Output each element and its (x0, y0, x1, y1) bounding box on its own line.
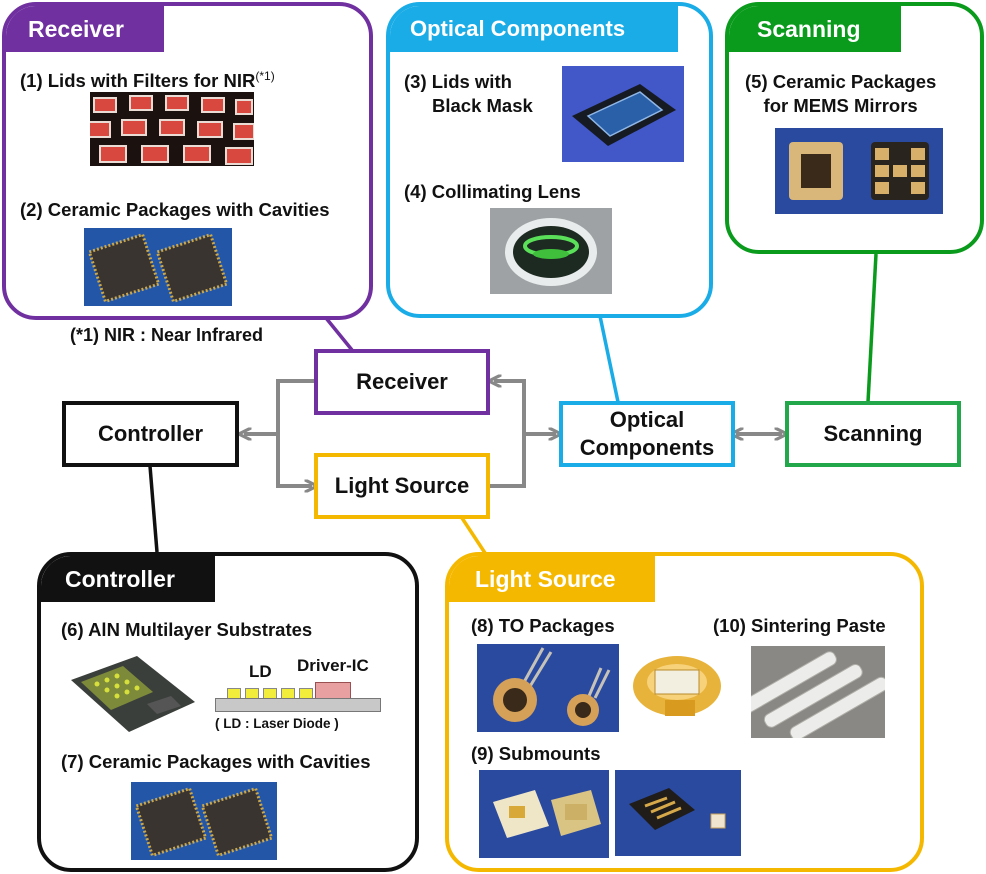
optical-link-line (598, 315, 620, 403)
optical-components-panel: Optical Components (3) Lids with Black M… (386, 2, 713, 318)
scanning-panel-title: Scanning (729, 6, 901, 52)
receiver-panel: Receiver (1) Lids with Filters for NIR(*… (2, 2, 373, 320)
substrate-bar (215, 698, 381, 712)
receiver-panel-title: Receiver (6, 6, 164, 52)
item-lids-black-mask: (3) Lids with Black Mask (404, 70, 533, 118)
node-controller: Controller (62, 401, 239, 467)
node-receiver: Receiver (314, 349, 490, 415)
flow-arrow-optical-to-receiver (494, 381, 526, 434)
item-lids-black-mask-line2: Black Mask (432, 95, 533, 116)
footnote-marker: (*1) (255, 69, 275, 83)
ceramic-package-photo-2 (131, 782, 277, 860)
scanning-link-line (866, 253, 878, 403)
ceramic-package-photo (84, 228, 232, 306)
ld-chips (227, 688, 313, 699)
node-scanning: Scanning (785, 401, 961, 467)
mems-package-icon (789, 142, 929, 200)
node-optical-line2: Components (579, 435, 715, 460)
receiver-link-line (324, 316, 354, 352)
item-lids-black-mask-line1: (3) Lids with (404, 71, 512, 92)
driver-ic-label: Driver-IC (297, 656, 369, 675)
item-ceramic-packages-cavities: (2) Ceramic Packages with Cavities (20, 199, 330, 220)
submount-icon (493, 790, 601, 838)
item-ceramic-packages-cavities-2: (7) Ceramic Packages with Cavities (61, 751, 371, 772)
to-package-gold-icon (633, 656, 721, 716)
node-optical-components: Optical Components (559, 401, 735, 467)
flow-arrow-receiver-to-controller (244, 379, 316, 434)
driver-ic-chip (315, 682, 351, 699)
to-package-gold-photo (625, 642, 729, 726)
scanning-panel: Scanning (5) Ceramic Packages for MEMS M… (725, 2, 984, 254)
to-package-icon (493, 647, 611, 726)
sintering-paste-syringe-photo (751, 646, 885, 738)
filter-lid-array-icon (90, 95, 254, 165)
black-mask-lid-photo (562, 66, 684, 162)
item-lids-filters-nir-label: (1) Lids with Filters for NIR (20, 70, 256, 92)
flow-arrow-light-to-optical (490, 434, 556, 488)
submount-icon (629, 788, 726, 830)
light-source-panel-title: Light Source (449, 556, 655, 602)
item-mems-packages-line2: for MEMS Mirrors (763, 95, 918, 116)
controller-panel-title: Controller (41, 556, 215, 602)
collimating-lens-photo (490, 208, 612, 294)
aln-substrate-icon (71, 656, 195, 732)
light-source-panel: Light Source (8) TO Packages (10) Sinter… (445, 552, 924, 872)
item-mems-packages-line1: (5) Ceramic Packages (745, 71, 937, 92)
light-link-line (460, 517, 489, 557)
item-collimating-lens: (4) Collimating Lens (404, 181, 581, 202)
submount-photo (479, 770, 609, 858)
submount-photo-2 (615, 770, 741, 856)
node-optical-line1: Optical (609, 407, 685, 432)
ld-driver-diagram: LD Driver-IC ( LD : Laser Diode ) (211, 652, 391, 738)
ceramic-package-icon (87, 232, 229, 304)
controller-link-line (148, 465, 159, 553)
black-mask-lid-icon (572, 84, 676, 146)
flow-arrow-controller-to-light (276, 434, 312, 486)
item-mems-packages: (5) Ceramic Packages for MEMS Mirrors (745, 70, 936, 118)
sintering-paste-syringe-icon (751, 651, 885, 738)
mems-package-photo (775, 128, 943, 214)
item-lids-filters-nir: (1) Lids with Filters for NIR(*1) (20, 64, 275, 93)
item-aln-substrates: (6) AlN Multilayer Substrates (61, 619, 313, 640)
filter-lid-array-photo (90, 92, 254, 166)
ceramic-package-icon (134, 786, 274, 858)
item-sintering-paste: (10) Sintering Paste (713, 615, 886, 636)
to-package-photo (477, 644, 619, 732)
footnote-nir: (*1) NIR : Near Infrared (70, 325, 264, 345)
optical-components-panel-title: Optical Components (390, 6, 678, 52)
collimating-lens-icon (505, 218, 597, 286)
ld-label: LD (249, 662, 272, 681)
ld-note: ( LD : Laser Diode ) (215, 716, 339, 731)
item-to-packages: (8) TO Packages (471, 615, 615, 636)
item-submounts: (9) Submounts (471, 743, 601, 764)
controller-panel: Controller (6) AlN Multilayer Substrates… (37, 552, 419, 872)
aln-substrate-photo (67, 652, 197, 738)
node-light-source: Light Source (314, 453, 490, 519)
